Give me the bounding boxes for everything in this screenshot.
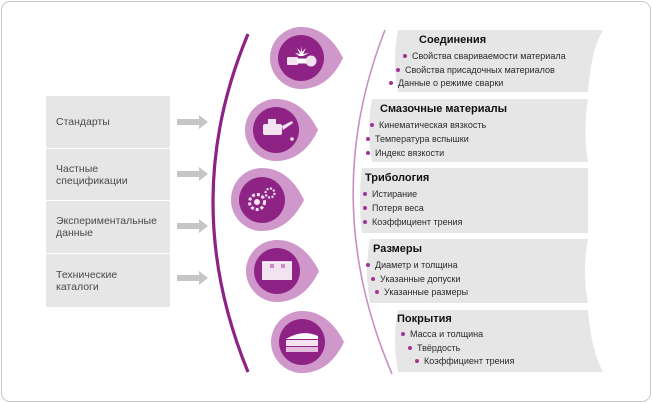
category-box-1 <box>369 99 588 162</box>
category-box-2 <box>360 168 588 233</box>
welding-icon <box>287 46 317 67</box>
category-item: Потеря веса <box>363 203 424 213</box>
source-arrows <box>177 115 208 285</box>
source-private-specs: Частные спецификации <box>46 149 170 200</box>
source-tech-catalogs: Технические каталоги <box>46 254 170 307</box>
category-item: Данные о режиме сварки <box>389 78 503 88</box>
bullet-dot <box>375 290 379 294</box>
category-title: Смазочные материалы <box>380 103 508 115</box>
source-arrow-2 <box>177 219 208 233</box>
bullet-dot <box>366 151 370 155</box>
source-divider <box>46 148 170 149</box>
category-item: Диаметр и толщина <box>366 260 458 270</box>
source-arrow-3 <box>177 271 208 285</box>
source-standards: Стандарты <box>46 96 170 148</box>
bullet-dot <box>363 220 367 224</box>
source-label: Технические каталоги <box>56 268 118 293</box>
bullet-dot <box>396 68 400 72</box>
coating-layers-icon <box>286 333 318 352</box>
category-item: Свойства присадочных материалов <box>396 65 555 75</box>
bullet-dot <box>401 332 405 336</box>
category-item: Указанные допуски <box>371 274 460 284</box>
marker-0 <box>270 27 343 89</box>
bullet-dot <box>389 81 393 85</box>
bullet-dot <box>403 54 407 58</box>
category-title: Размеры <box>373 243 423 255</box>
category-item: Кинематическая вязкость <box>370 120 486 130</box>
source-label: Стандарты <box>56 116 110 128</box>
gears-icon <box>248 187 276 211</box>
category-box-4 <box>395 310 603 372</box>
bullet-dot <box>371 277 375 281</box>
bullet-dot <box>366 137 370 141</box>
bullet-dot <box>366 263 370 267</box>
source-divider <box>46 253 170 254</box>
category-title: Покрытия <box>397 313 452 325</box>
category-item: Свойства свариваемости материала <box>403 51 566 61</box>
outer-arc <box>211 33 250 373</box>
category-item: Твёрдость <box>408 343 460 353</box>
category-item: Масса и толщина <box>401 329 483 339</box>
source-label: Частные спецификации <box>56 162 128 187</box>
marker-4 <box>271 311 344 373</box>
bullet-dot <box>415 359 419 363</box>
category-box-0 <box>395 30 603 92</box>
bullet-dot <box>370 123 374 127</box>
category-title: Трибология <box>365 172 430 184</box>
oil-can-icon <box>263 119 294 141</box>
source-experimental-data: Экспериментальные данные <box>46 201 170 253</box>
marker-1 <box>245 99 318 161</box>
bullet-dot <box>408 346 412 350</box>
source-divider <box>46 200 170 201</box>
category-item: Температура вспышки <box>366 134 469 144</box>
marker-3 <box>246 240 319 302</box>
marker-2 <box>231 168 304 231</box>
category-item: Коэффициент трения <box>415 356 514 366</box>
category-box-3 <box>367 239 588 303</box>
inner-arc <box>352 29 393 375</box>
category-item: Индекс вязкости <box>366 148 444 158</box>
bullet-dot <box>363 206 367 210</box>
bullet-dot <box>363 192 367 196</box>
source-arrow-0 <box>177 115 208 129</box>
category-title: Соединения <box>419 34 487 46</box>
source-arrow-1 <box>177 167 208 181</box>
source-label: Экспериментальные данные <box>56 215 157 239</box>
category-item: Коэффициент трения <box>363 217 462 227</box>
category-item: Указанные размеры <box>375 287 468 297</box>
dimensions-icon <box>262 261 292 280</box>
category-item: Истирание <box>363 189 417 199</box>
